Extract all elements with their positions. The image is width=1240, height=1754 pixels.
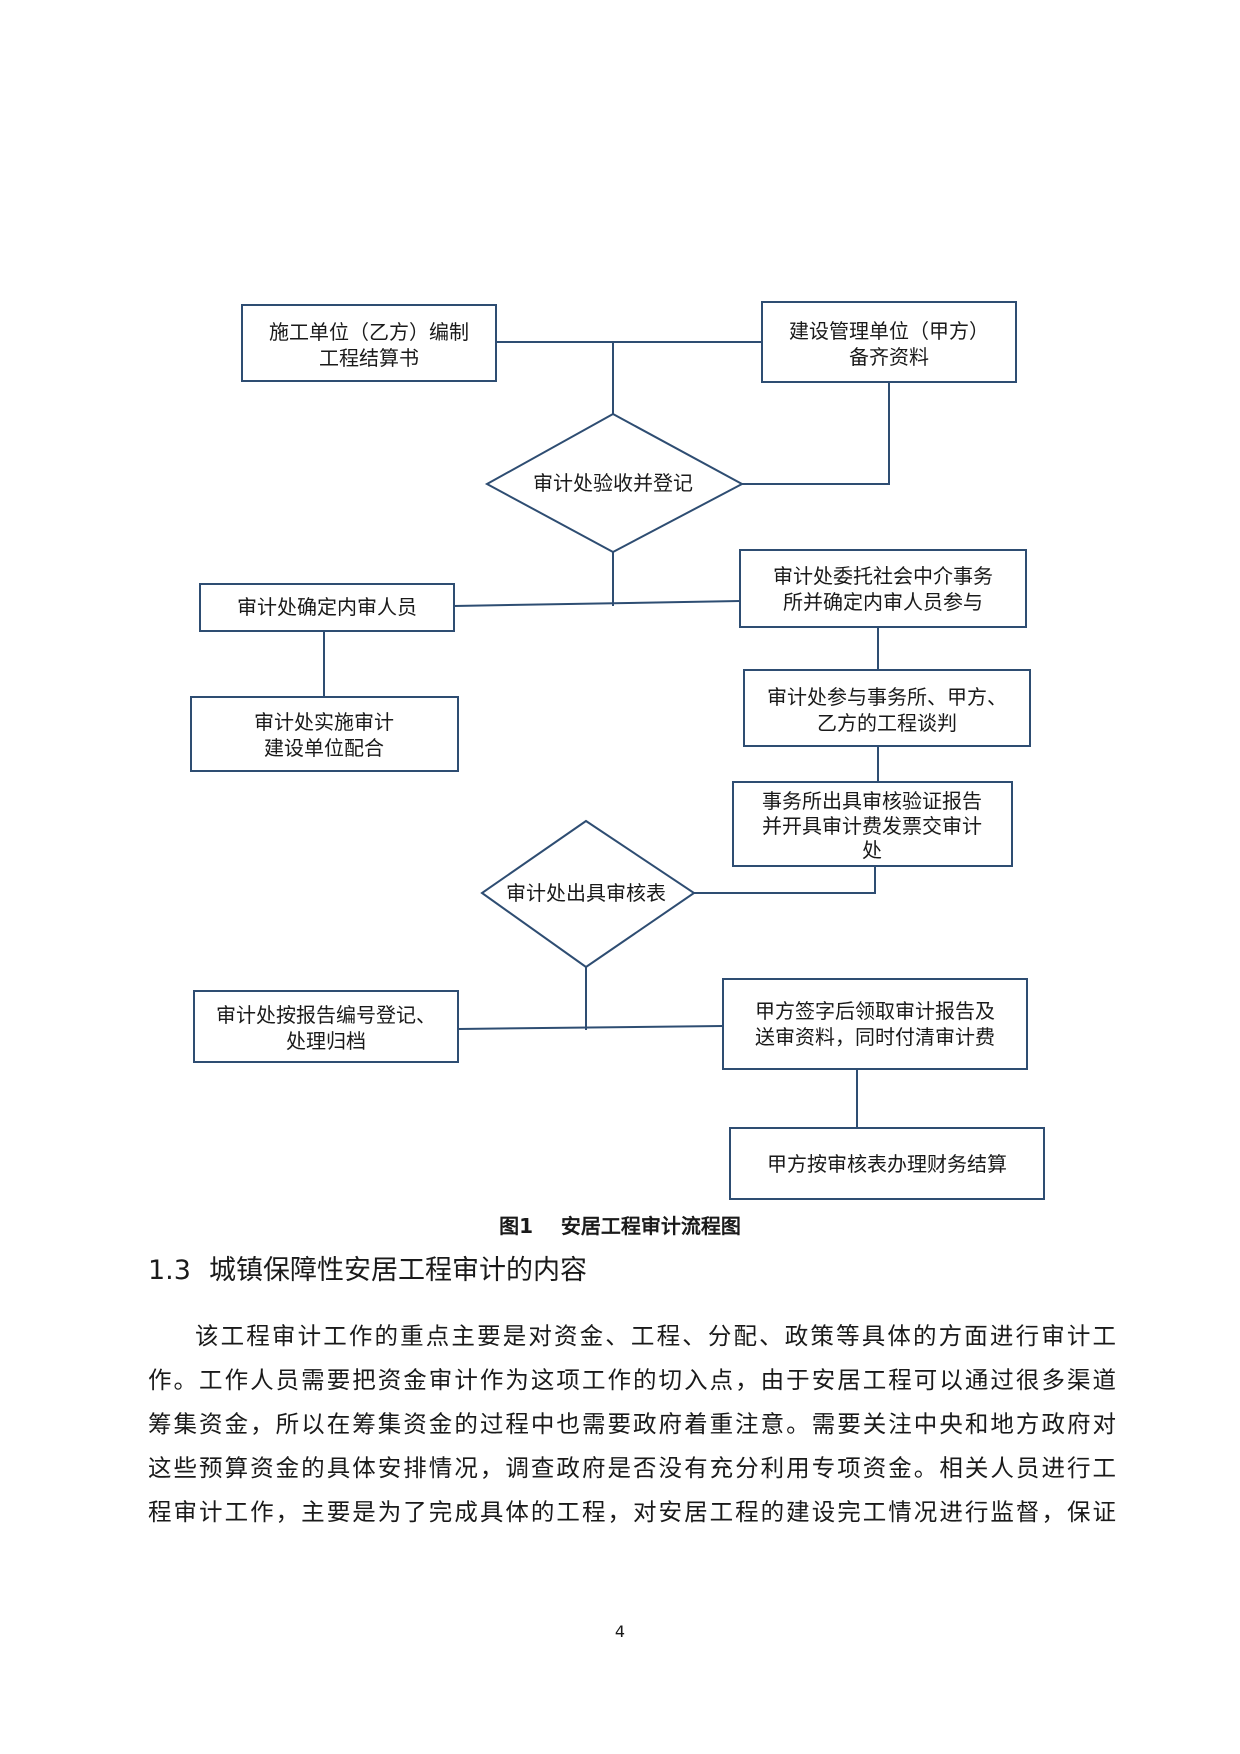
flow-node: 建设管理单位（甲方） 备齐资料	[761, 301, 1017, 383]
figure-caption-title: 安居工程审计流程图	[560, 1214, 741, 1238]
flow-node: 审计处按报告编号登记、 处理归档	[193, 990, 459, 1063]
node-text-line: 送审资料，同时付清审计费	[755, 1025, 995, 1049]
connector	[453, 600, 741, 607]
node-text-line: 甲方按审核表办理财务结算	[767, 1152, 1007, 1176]
page-number: 4	[614, 1622, 626, 1641]
section-number: 1.3	[148, 1255, 191, 1286]
connector	[694, 866, 876, 894]
connector	[457, 1025, 724, 1030]
node-text-line: 审计处实施审计	[254, 710, 394, 734]
node-text-line: 审计处委托社会中介事务	[773, 564, 993, 588]
node-text-line: 处	[862, 838, 882, 862]
flow-node: 事务所出具审核验证报告 并开具审计费发票交审计 处	[732, 781, 1013, 867]
node-text-line: 审计处确定内审人员	[237, 595, 417, 619]
node-text-line: 审计处出具审核表	[506, 881, 666, 905]
figure-caption-label: 图1	[499, 1214, 534, 1238]
flow-node: 审计处参与事务所、甲方、 乙方的工程谈判	[743, 669, 1031, 747]
flow-node: 施工单位（乙方）编制 工程结算书	[241, 304, 497, 382]
section-heading: 1.3 城镇保障性安居工程审计的内容	[148, 1248, 587, 1287]
flow-node: 甲方签字后领取审计报告及 送审资料，同时付清审计费	[722, 978, 1028, 1070]
node-text-line: 工程结算书	[319, 346, 419, 370]
body-paragraph: 该工程审计工作的重点主要是对资金、工程、分配、政策等具体的方面进行审计工 作。工…	[148, 1314, 1116, 1534]
section-title: 城镇保障性安居工程审计的内容	[208, 1255, 587, 1286]
node-text-line: 并开具审计费发票交审计	[762, 814, 982, 838]
node-text-line: 甲方签字后领取审计报告及	[755, 999, 995, 1023]
paragraph-line: 这些预算资金的具体安排情况，调查政府是否没有充分利用专项资金。相关人员进行工	[148, 1454, 1116, 1482]
node-text-line: 审计处验收并登记	[533, 471, 693, 495]
node-text-line: 事务所出具审核验证报告	[762, 789, 982, 813]
flow-node: 审计处确定内审人员	[199, 583, 455, 632]
flow-decision: 审计处验收并登记	[484, 412, 745, 554]
flow-node: 甲方按审核表办理财务结算	[729, 1127, 1045, 1200]
connector	[742, 382, 890, 485]
node-text-line: 审计处按报告编号登记、	[216, 1003, 436, 1027]
node-text-line: 处理归档	[286, 1029, 366, 1053]
figure-caption: 图1 安居工程审计流程图	[0, 1210, 1240, 1239]
connectors	[323, 341, 890, 1128]
paragraph-line: 作。工作人员需要把资金审计作为这项工作的切入点，由于安居工程可以通过很多渠道	[148, 1366, 1116, 1394]
node-text-line: 备齐资料	[849, 345, 929, 369]
paragraph-line: 程审计工作，主要是为了完成具体的工程，对安居工程的建设完工情况进行监督，保证	[148, 1498, 1116, 1526]
node-text-line: 施工单位（乙方）编制	[269, 320, 469, 344]
node-text-line: 所并确定内审人员参与	[783, 590, 983, 614]
node-text-line: 建设单位配合	[264, 736, 384, 760]
node-text-line: 建设管理单位（甲方）	[789, 319, 989, 343]
node-text-line: 审计处参与事务所、甲方、	[767, 685, 1007, 709]
flow-node: 审计处实施审计 建设单位配合	[190, 696, 459, 772]
paragraph-line: 该工程审计工作的重点主要是对资金、工程、分配、政策等具体的方面进行审计工	[195, 1322, 1116, 1350]
audit-flowchart: 施工单位（乙方）编制 工程结算书 建设管理单位（甲方） 备齐资料 审计处验收并登…	[190, 301, 1045, 1200]
flow-decision: 审计处出具审核表	[480, 819, 696, 969]
node-text-line: 乙方的工程谈判	[817, 711, 957, 735]
paragraph-line: 筹集资金，所以在筹集资金的过程中也需要政府着重注意。需要关注中央和地方政府对	[148, 1410, 1116, 1438]
flow-node: 审计处委托社会中介事务 所并确定内审人员参与	[739, 549, 1027, 628]
